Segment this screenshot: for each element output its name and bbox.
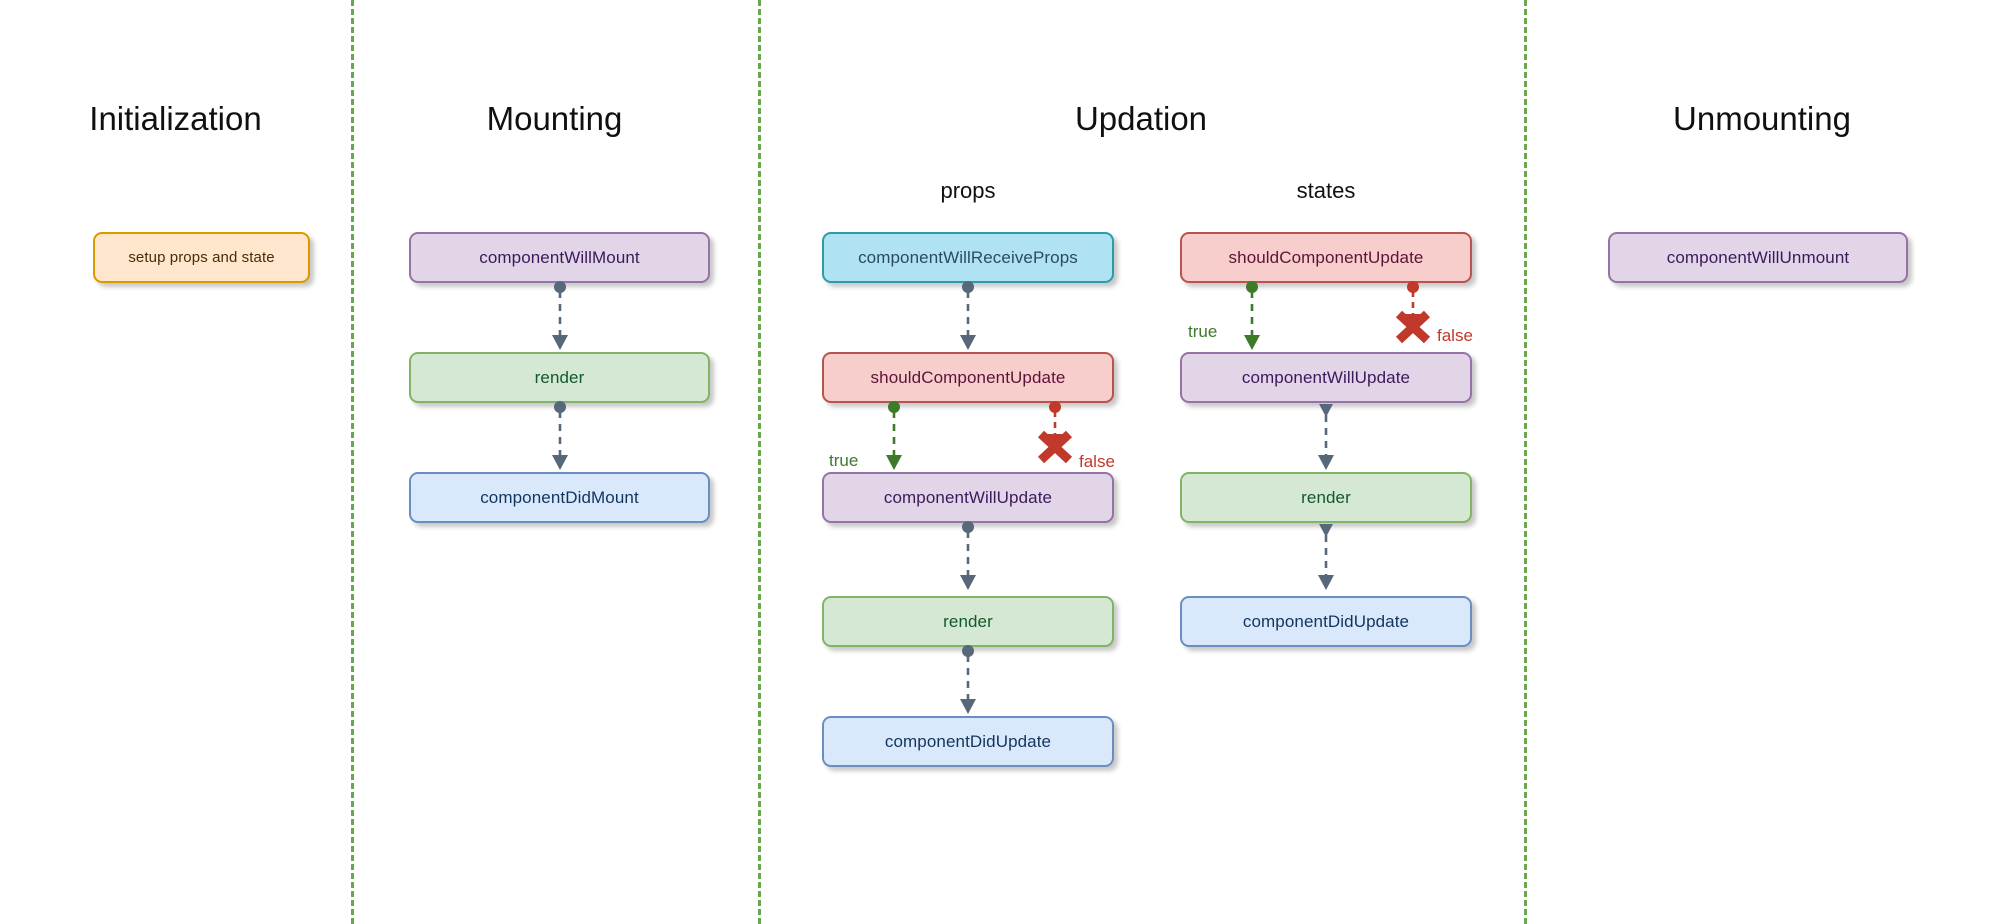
connector-will-mount-to-render: [545, 281, 575, 353]
connector-receive-props-to-should-update: [953, 281, 983, 353]
node-component-will-mount[interactable]: componentWillMount: [409, 232, 710, 283]
node-component-did-update-props[interactable]: componentDidUpdate: [822, 716, 1114, 767]
subgroup-title-props: props: [940, 178, 996, 203]
connector-states-render-to-did-update: [1311, 521, 1341, 593]
node-should-component-update-props[interactable]: shouldComponentUpdate: [822, 352, 1114, 403]
node-render-props[interactable]: render: [822, 596, 1114, 647]
column-divider-2: [758, 0, 761, 924]
node-setup-props-and-state[interactable]: setup props and state: [93, 232, 310, 283]
connector-props-false-branch: [1029, 401, 1081, 465]
node-component-did-mount[interactable]: componentDidMount: [409, 472, 710, 523]
connector-render-to-did-mount: [545, 401, 575, 473]
phase-title-updation: Updation: [1074, 100, 1208, 137]
connector-props-render-to-did-update: [953, 645, 983, 717]
node-render-states[interactable]: render: [1180, 472, 1472, 523]
node-should-component-update-states[interactable]: shouldComponentUpdate: [1180, 232, 1472, 283]
column-divider-1: [351, 0, 354, 924]
node-render-mounting[interactable]: render: [409, 352, 710, 403]
node-component-will-update-states[interactable]: componentWillUpdate: [1180, 352, 1472, 403]
node-component-will-receive-props[interactable]: componentWillReceiveProps: [822, 232, 1114, 283]
branch-label-true-states: true: [1188, 322, 1218, 341]
connector-props-true-branch: [879, 401, 909, 473]
branch-label-false-props: false: [1079, 452, 1115, 471]
node-component-will-update-props[interactable]: componentWillUpdate: [822, 472, 1114, 523]
connector-props-will-update-to-render: [953, 521, 983, 593]
subgroup-title-states: states: [1296, 178, 1356, 203]
column-divider-3: [1524, 0, 1527, 924]
phase-title-initialization: Initialization: [89, 100, 262, 137]
connector-states-will-update-to-render: [1311, 401, 1341, 473]
node-component-will-unmount[interactable]: componentWillUnmount: [1608, 232, 1908, 283]
connector-states-true-branch: [1237, 281, 1267, 353]
phase-title-mounting: Mounting: [486, 100, 623, 137]
branch-label-false-states: false: [1437, 326, 1473, 345]
branch-label-true-props: true: [829, 451, 859, 470]
phase-title-unmounting: Unmounting: [1673, 100, 1851, 137]
node-component-did-update-states[interactable]: componentDidUpdate: [1180, 596, 1472, 647]
connector-states-false-branch: [1387, 281, 1439, 345]
